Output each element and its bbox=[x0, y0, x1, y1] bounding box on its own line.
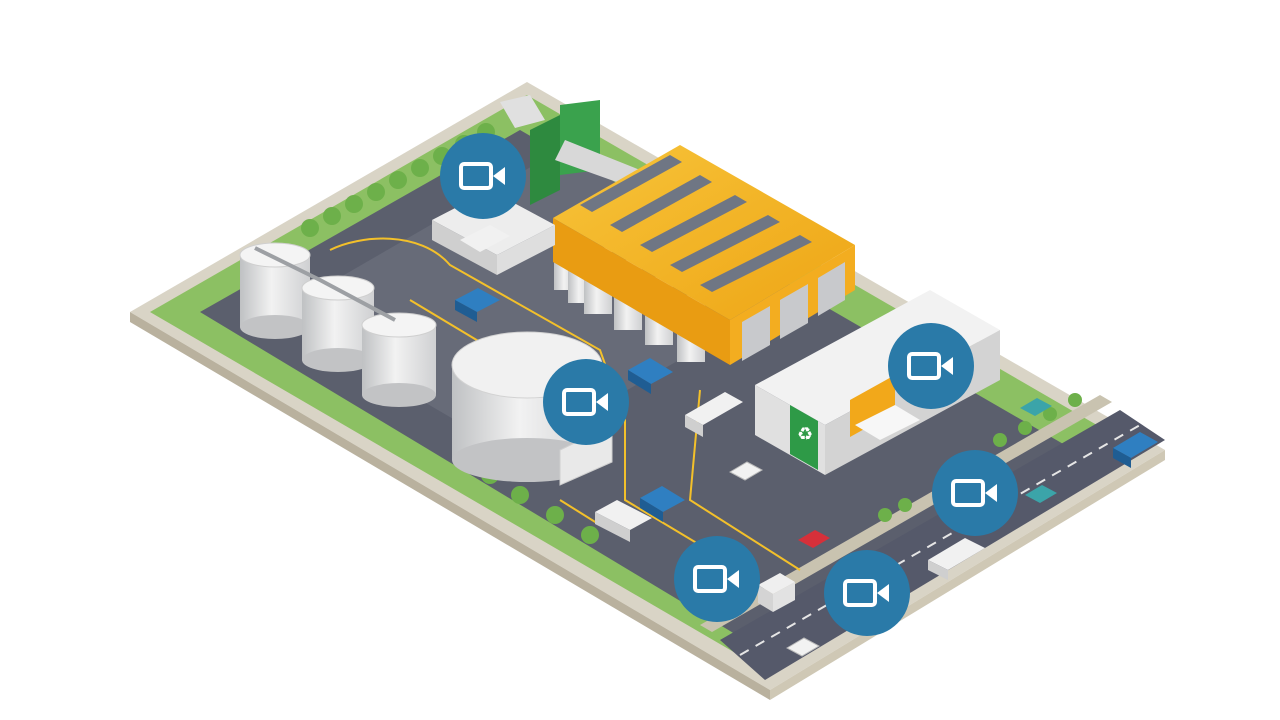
car-white-2 bbox=[785, 637, 821, 657]
video-camera-icon bbox=[440, 133, 526, 219]
tree-row-south bbox=[481, 393, 1082, 544]
camera-marker-5[interactable] bbox=[674, 536, 760, 622]
car-white-1 bbox=[728, 461, 764, 481]
video-camera-icon bbox=[824, 550, 910, 636]
vehicles bbox=[455, 225, 1158, 657]
truck-blue-1 bbox=[455, 288, 500, 322]
video-camera-icon bbox=[932, 450, 1018, 536]
video-camera-icon bbox=[888, 323, 974, 409]
conveyor-tower bbox=[500, 95, 640, 205]
storage-tank-group bbox=[239, 242, 437, 407]
gatehouse bbox=[758, 573, 795, 612]
camera-marker-2[interactable] bbox=[543, 359, 629, 445]
camera-marker-3[interactable] bbox=[888, 323, 974, 409]
recycle-icon: ♻ bbox=[797, 424, 813, 444]
truck-blue-4 bbox=[1113, 432, 1158, 468]
car-red bbox=[798, 530, 830, 548]
svg-text:♻: ♻ bbox=[797, 424, 813, 444]
camera-marker-4[interactable] bbox=[932, 450, 1018, 536]
truck-blue-2 bbox=[628, 358, 673, 394]
camera-marker-1[interactable] bbox=[440, 133, 526, 219]
truck-white-3 bbox=[928, 538, 985, 580]
truck-blue-3 bbox=[640, 486, 685, 522]
warehouse bbox=[553, 145, 855, 365]
video-camera-icon bbox=[543, 359, 629, 445]
truck-white-1 bbox=[685, 392, 743, 437]
video-camera-icon bbox=[674, 536, 760, 622]
car-teal-2 bbox=[1025, 485, 1057, 503]
camera-marker-6[interactable] bbox=[824, 550, 910, 636]
truck-white-2 bbox=[595, 500, 652, 542]
truck-white-4 bbox=[460, 225, 510, 252]
car-teal-1 bbox=[1020, 398, 1052, 416]
